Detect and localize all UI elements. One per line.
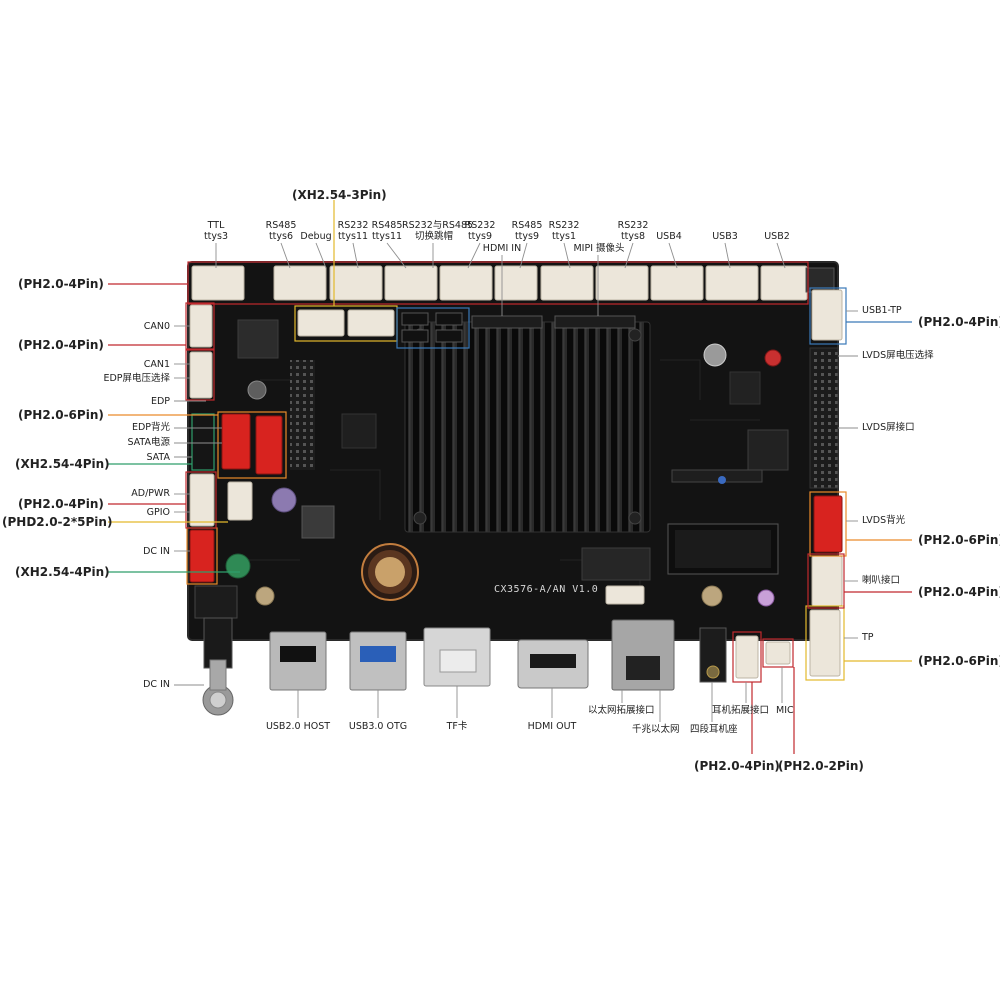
right-label-speaker: 喇叭接口 [862,575,901,586]
bottom-label-usb30-otg: USB3.0 OTG [348,721,408,732]
top-label-rs232-485-switch-line1: RS232与RS485 [402,220,474,231]
top-label-rs485-11-line1: RS485 [371,220,403,231]
debug-connectors [294,305,398,342]
bottom-pin-leaders [751,667,795,754]
right-label-lvds-backlight: LVDS背光 [862,515,906,526]
top-label-rs485-11-line2: ttys11 [371,231,403,242]
right-leaders [838,310,858,639]
pin-callout-bottom-ph20-4pin: (PH2.0-4Pin) [694,759,780,773]
right-pin-leaders [844,321,912,662]
top-label-rs232-9: RS232 ttys9 [460,220,500,242]
top-label-hdmi-in-text: HDMI IN [482,243,522,254]
top-label-hdmi-in: HDMI IN [478,243,526,254]
left-label-gpio: GPIO [146,507,170,518]
left-leaders [174,325,222,686]
mipi-fpc [554,315,636,329]
heatsink [404,321,651,533]
top-label-rs232-8-line2: ttys8 [620,231,646,242]
top-label-rs485-6: RS485 ttys6 [261,220,301,242]
top-label-rs485-11: RS485 ttys11 [366,220,408,242]
pin-callout-right-ph20-6pin-a: (PH2.0-6Pin) [918,533,1000,547]
top-label-rs232-1-line1: RS232 [548,220,580,231]
pin-callout-left-ph20-4pin-a: (PH2.0-4Pin) [18,277,104,291]
pin-callout-xh254-3pin: (XH2.54-3Pin) [292,188,387,202]
top-label-usb4: USB4 [649,231,689,242]
pin-callout-bottom-ph20-2pin: (PH2.0-2Pin) [778,759,864,773]
top-label-usb3-text: USB3 [712,231,738,242]
top-label-rs232-8: RS232 ttys8 [613,220,653,242]
left-label-can0: CAN0 [143,321,170,332]
bottom-label-gigabit-eth: 千兆以太网 [632,724,680,735]
top-label-rs232-1: RS232 ttys1 [544,220,584,242]
rs232-485-jumpers [396,307,470,349]
top-label-rs232-1-line2: ttys1 [551,231,577,242]
top-label-rs232-11-line1: RS232 [337,220,369,231]
top-label-ttl-line2: ttys3 [203,231,229,242]
right-label-usb1-tp: USB1-TP [862,305,902,316]
left-label-ad-pwr: AD/PWR [131,488,170,499]
right-label-lvds-voltage: LVDS屏电压选择 [862,350,934,361]
top-label-usb3: USB3 [705,231,745,242]
top-label-usb2-text: USB2 [764,231,790,242]
left-label-can1: CAN1 [143,359,170,370]
right-connectors [805,267,845,681]
bottom-leaders [297,667,783,722]
board-model-marking: CX3576-A/AN V1.0 [494,584,599,595]
bottom-label-eth-ext: 以太网拓展接口 [588,705,655,716]
pin-callout-left-ph20-6pin: (PH2.0-6Pin) [18,408,104,422]
top-label-debug: Debug [296,231,336,242]
left-label-sata: SATA [146,452,170,463]
top-label-mipi: MIPI 摄像头 [566,243,632,254]
components [225,319,789,607]
top-label-rs485-9-line1: RS485 [511,220,543,231]
left-label-sata-power: SATA电源 [127,437,170,448]
top-label-rs232-9-line1: RS232 [464,220,496,231]
bottom-label-mic: MIC [776,705,794,716]
pin-callout-right-ph20-6pin-b: (PH2.0-6Pin) [918,654,1000,668]
top-label-rs232-485-switch-line2: 切换跳帽 [414,231,453,242]
top-label-usb2: USB2 [757,231,797,242]
top-label-rs485-9-line2: ttys9 [514,231,540,242]
top-label-rs485-6-line2: ttys6 [268,231,294,242]
pin-callout-left-ph20-4pin-b: (PH2.0-4Pin) [18,338,104,352]
left-label-edp: EDP [150,396,170,407]
top-label-mipi-text: MIPI 摄像头 [573,243,625,254]
top-connectors [191,265,808,301]
callout-boxes [185,261,847,609]
left-label-edp-voltage: EDP屏电压选择 [103,373,170,384]
bottom-label-four-seg-jack: 四段耳机座 [690,724,738,735]
left-label-dc-in-top: DC IN [143,546,170,557]
top-label-usb4-text: USB4 [656,231,682,242]
left-label-edp-backlight: EDP背光 [131,422,170,433]
left-label-dc-in-bottom: DC IN [143,679,170,690]
bottom-label-usb20-host: USB2.0 HOST [265,721,331,732]
top-label-rs232-11-line2: ttys11 [337,231,369,242]
bottom-label-tf-card: TF卡 [446,721,468,732]
pin-callout-right-ph20-4pin-b: (PH2.0-4Pin) [918,585,1000,599]
top-label-rs232-8-line1: RS232 [617,220,649,231]
pin-callout-right-ph20-4pin-a: (PH2.0-4Pin) [918,315,1000,329]
pin-callout-left-xh254-4pin-a: (XH2.54-4Pin) [15,457,110,471]
right-label-tp: TP [862,632,874,643]
pin-callout-left-xh254-4pin-b: (XH2.54-4Pin) [15,565,110,579]
bottom-label-earphone-ext: 耳机拓展接口 [712,705,770,716]
top-label-rs485-9: RS485 ttys9 [507,220,547,242]
top-label-ttl-line1: TTL [207,220,225,231]
top-label-debug-text: Debug [300,231,332,242]
top-label-rs232-9-line2: ttys9 [467,231,493,242]
top-label-rs485-6-line1: RS485 [265,220,297,231]
top-label-rs232-11: RS232 ttys11 [332,220,374,242]
pin-callout-left-ph20-4pin-c: (PH2.0-4Pin) [18,497,104,511]
left-pin-leaders [108,283,240,573]
top-label-rs232-485-switch: RS232与RS485 切换跳帽 [402,220,474,242]
top-leaders [215,242,786,316]
top-label-ttl: TTL ttys3 [196,220,236,242]
right-label-lvds-port: LVDS屏接口 [862,422,915,433]
pin-callout-left-phd20-2x5pin: (PHD2.0-2*5Pin) [2,515,113,529]
hdmi-in-fpc [471,315,543,329]
bottom-label-hdmi-out: HDMI OUT [527,721,577,732]
bottom-connectors [194,585,794,716]
